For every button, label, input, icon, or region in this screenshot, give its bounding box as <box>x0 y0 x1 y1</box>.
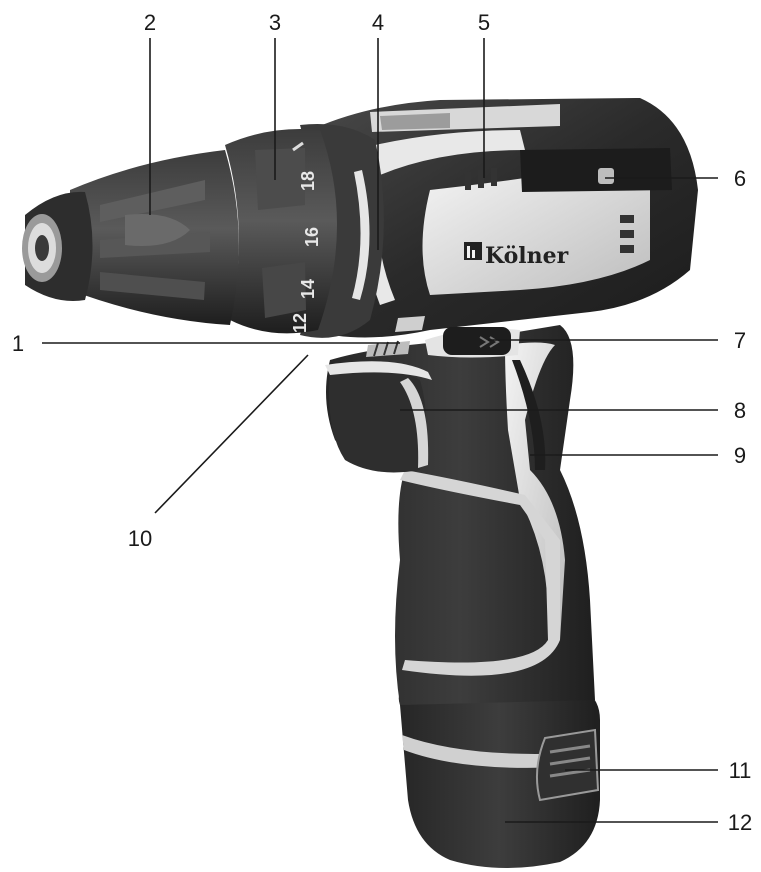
callout-number-9: 9 <box>734 443 746 468</box>
callout-number-1: 1 <box>12 331 24 356</box>
led-light <box>598 168 614 184</box>
callouts: 1 2 3 4 5 6 7 8 <box>12 10 752 835</box>
callout-4: 4 <box>372 10 384 250</box>
callout-7: 7 <box>488 328 746 353</box>
callout-number-7: 7 <box>734 328 746 353</box>
callout-number-3: 3 <box>269 10 281 35</box>
callout-number-4: 4 <box>372 10 384 35</box>
callout-number-12: 12 <box>728 810 752 835</box>
torque-mark-14: 14 <box>298 279 318 299</box>
torque-mark-16: 16 <box>302 227 322 247</box>
callout-6: 6 <box>605 166 746 191</box>
direction-switch <box>425 327 520 358</box>
brand-name: Kölner <box>485 243 569 269</box>
trigger <box>325 361 432 473</box>
keyless-chuck <box>22 150 239 325</box>
callout-number-5: 5 <box>478 10 490 35</box>
callout-8: 8 <box>400 398 746 423</box>
callout-9: 9 <box>530 443 746 468</box>
gear-selector <box>366 316 425 357</box>
callout-12: 12 <box>505 810 752 835</box>
callout-10: 10 <box>128 354 309 551</box>
ventilation-slots <box>465 168 634 253</box>
torque-mark-12: 12 <box>290 313 310 333</box>
callout-number-10: 10 <box>128 526 152 551</box>
callout-number-6: 6 <box>734 166 746 191</box>
callout-1: 1 <box>12 331 400 356</box>
battery-release-button <box>536 728 600 802</box>
callout-number-2: 2 <box>144 10 156 35</box>
brand-logo: Kölner <box>464 242 569 269</box>
drill-illustration: Kölner 18 16 <box>22 98 698 869</box>
callout-5: 5 <box>478 10 490 178</box>
callout-number-8: 8 <box>734 398 746 423</box>
callout-3: 3 <box>269 10 281 180</box>
callout-11: 11 <box>565 758 751 783</box>
callout-number-11: 11 <box>729 758 752 783</box>
torque-ring: 18 16 14 12 <box>225 129 338 334</box>
battery-pack <box>398 688 600 869</box>
torque-mark-18: 18 <box>298 171 318 191</box>
callout-2: 2 <box>144 10 156 215</box>
leader-line-10 <box>154 354 309 514</box>
